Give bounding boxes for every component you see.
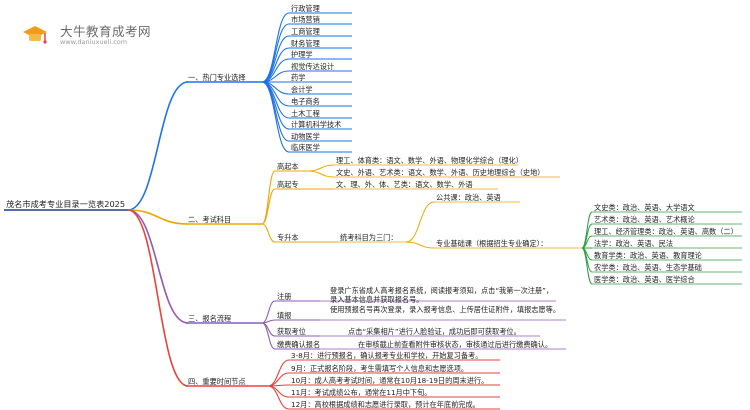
root-node: 茂名市成考专业目录一览表2025 bbox=[6, 199, 126, 209]
major-item: 动物医学 bbox=[291, 132, 320, 141]
leaf-connector bbox=[307, 170, 335, 178]
major-item: 护理学 bbox=[291, 50, 313, 59]
major-item: 药学 bbox=[291, 73, 306, 82]
timeline-item: 11月：考试成绩公布，通常在11月中下旬。 bbox=[291, 388, 432, 397]
major-item: 电子商务 bbox=[291, 97, 320, 106]
major-item: 会计学 bbox=[291, 85, 313, 94]
reg-step-label: 填报 bbox=[277, 311, 292, 320]
sub-connector bbox=[261, 322, 276, 350]
major-item: 临床医学 bbox=[291, 143, 320, 152]
graduation-cap-icon bbox=[23, 26, 47, 44]
timeline-item: 9月：正式报名阶段，考生需填写个人信息和志愿选项。 bbox=[291, 364, 469, 373]
branch-connector bbox=[127, 209, 189, 387]
leaf-connector bbox=[261, 81, 290, 142]
timeline-item: 3-8月：进行预报名，确认报考专业和学校，开始复习备考。 bbox=[291, 351, 483, 360]
reg-step-label: 缴费确认报名 bbox=[277, 340, 321, 349]
exam-subject-item: 文史、外语、艺术类：语文、数学、外语、历史地理综合（史地） bbox=[336, 168, 545, 177]
branch-registration: 三、报名流程 bbox=[188, 314, 232, 323]
logo-title: 大牛教育成考网 bbox=[60, 24, 152, 39]
zsb-basic-course: 专业基础课（根据招生专业确定）： bbox=[436, 239, 548, 248]
zsb-public-course: 公共课：政治、英语 bbox=[436, 193, 501, 202]
reg-step-desc: 使用预报名号再次登录，录入报考信息、上传居住证附件，填报志愿等。 bbox=[330, 305, 561, 314]
logo-url: www.daniuxueli.com bbox=[60, 38, 128, 46]
leaf-connector bbox=[405, 201, 435, 243]
sub-connector bbox=[261, 188, 276, 225]
branch-connector bbox=[127, 81, 189, 211]
leaf-connector bbox=[261, 81, 290, 153]
zsb-basic-item: 理工、经济管理类：政治、英语、高数（二） bbox=[594, 227, 738, 236]
zsb-basic-item: 医学类：政治、英语、医学综合 bbox=[594, 275, 695, 284]
zsb-basic-item: 农学类：政治、英语、生态学基础 bbox=[594, 263, 702, 272]
reg-step-desc: 点击“采集相片”进行人脸验证，成功后即可获取考位。 bbox=[348, 327, 521, 336]
leaf-connector bbox=[267, 385, 290, 398]
zsb-intro: 统考科目为三门： bbox=[340, 233, 398, 242]
site-logo[interactable]: 大牛教育成考网 www.daniuxueli.com bbox=[10, 18, 250, 52]
exam-level-gqb: 高起本 bbox=[277, 162, 299, 171]
branch-exam-subjects: 二、考试科目 bbox=[188, 215, 232, 224]
zsb-basic-item: 艺术类：政治、英语、艺术概论 bbox=[594, 215, 695, 224]
major-item: 市场营销 bbox=[291, 15, 320, 24]
sub-connector bbox=[261, 170, 276, 225]
branch-connector bbox=[127, 209, 189, 324]
major-item: 工商管理 bbox=[291, 27, 320, 36]
major-item: 土木工程 bbox=[291, 109, 320, 118]
reg-step-label: 注册 bbox=[277, 292, 292, 301]
exam-subject-item: 文、理、外、体、艺类：语文、数学、外语 bbox=[336, 180, 473, 189]
timeline-item: 12月：高校根据成绩和志愿进行录取，预计在年底前完成。 bbox=[291, 400, 480, 409]
reg-step-desc: 在审核截止前查看附件审核状态，审核通过后进行缴费确认。 bbox=[358, 340, 553, 349]
zsb-basic-item: 教育学类：政治、英语、教育理论 bbox=[594, 251, 702, 260]
major-item: 计算机科学技术 bbox=[291, 120, 342, 129]
leaf-connector bbox=[267, 385, 290, 410]
zsb-basic-item: 文史类：政治、英语、大学语文 bbox=[594, 203, 695, 212]
branch-hot-majors: 一、热门专业选择 bbox=[188, 73, 246, 82]
exam-subject-item: 理工、体育类：语文、数学、外语、物理化学综合（理化） bbox=[336, 156, 523, 165]
exam-level-gqz: 高起专 bbox=[277, 180, 299, 189]
leaf-connector bbox=[267, 372, 290, 387]
reg-step-desc: 登录广东省成人高考报名系统，阅读报考须知，点击“我第一次注册”，录入基本信息并获… bbox=[330, 286, 554, 304]
leaf-connector bbox=[261, 35, 290, 83]
leaf-connector bbox=[307, 164, 335, 172]
sub-connector bbox=[261, 300, 276, 324]
leaf-connector bbox=[261, 23, 290, 83]
major-item: 财务管理 bbox=[291, 39, 320, 48]
leaf-connector bbox=[405, 241, 435, 249]
branch-connector bbox=[127, 209, 189, 225]
major-item: 视觉传达设计 bbox=[291, 62, 335, 71]
branch-timeline: 四、重要时间节点 bbox=[188, 377, 246, 386]
major-item: 行政管理 bbox=[291, 4, 320, 13]
leaf-connector bbox=[581, 247, 593, 285]
sub-connector bbox=[261, 223, 276, 243]
timeline-item: 10月：成人高考考试时间，通常在10月18-19日的周末进行。 bbox=[291, 376, 489, 385]
exam-level-zsb: 专升本 bbox=[277, 233, 299, 242]
leaf-connector bbox=[261, 58, 290, 83]
reg-step-label: 获取考位 bbox=[277, 327, 306, 336]
zsb-basic-item: 法学：政治、英语、民法 bbox=[594, 239, 674, 248]
